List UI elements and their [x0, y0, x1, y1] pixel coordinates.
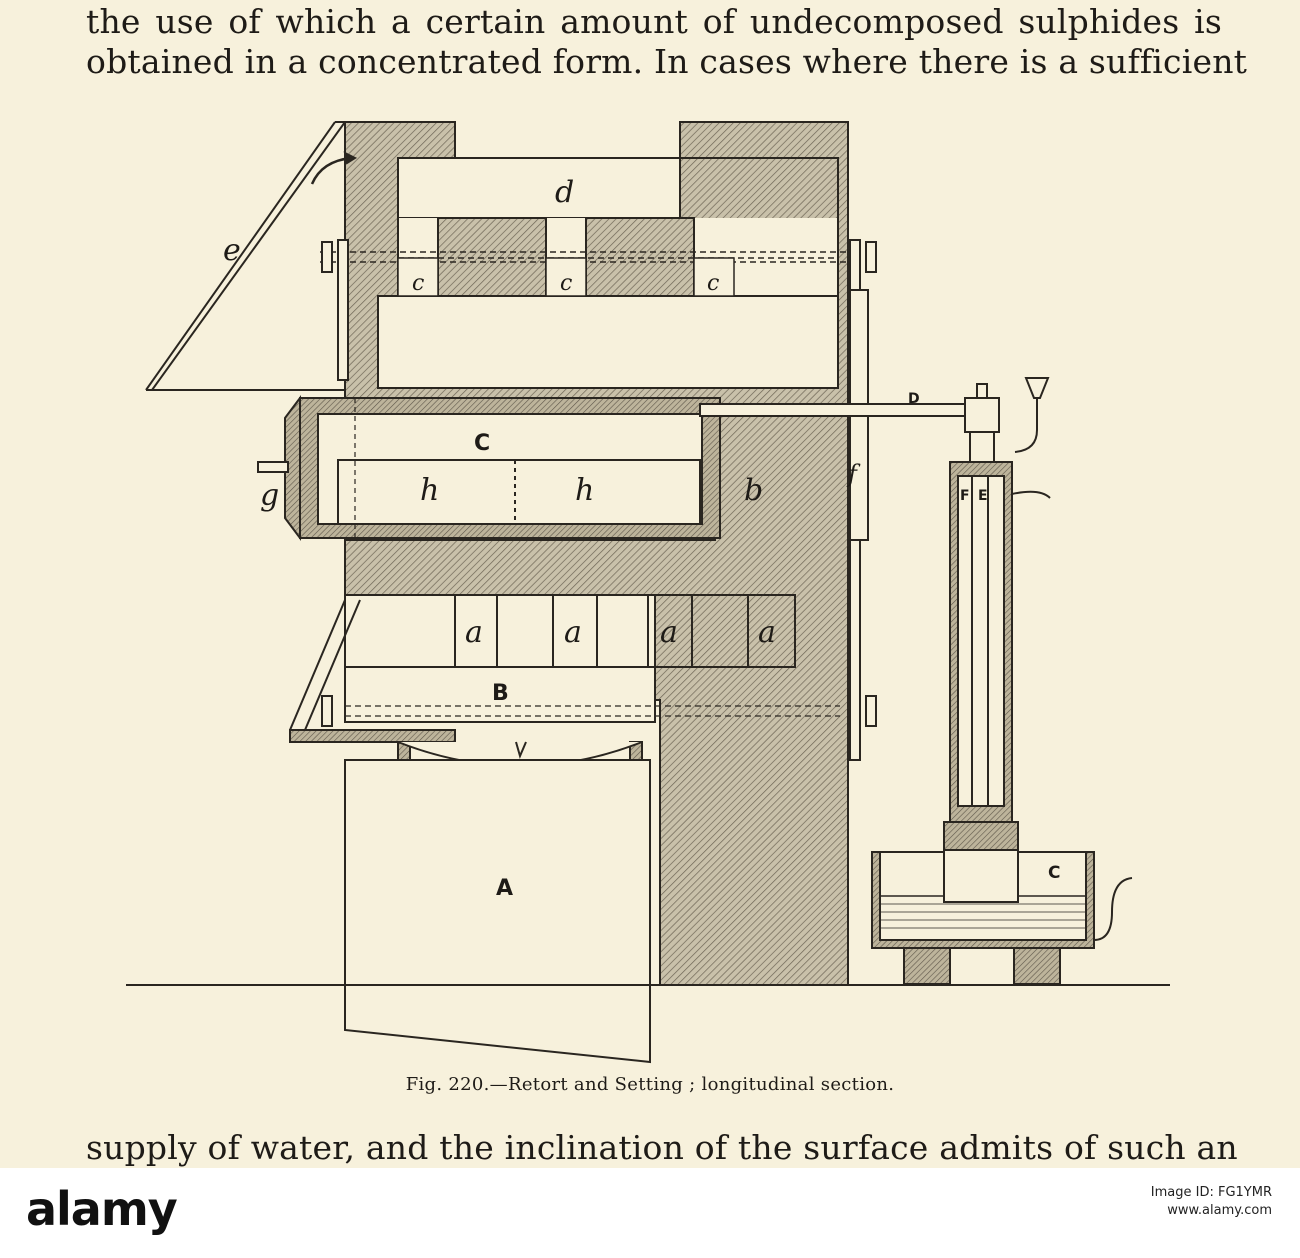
- label-C-upper: C: [474, 431, 490, 456]
- watermark-image-id-label: Image ID: FG1YMR: [1150, 1185, 1272, 1200]
- label-c3: c: [707, 271, 719, 296]
- label-E: E: [978, 488, 988, 504]
- figure-labels: d e c c c C D g h h b f F E a a a a B A …: [223, 175, 1060, 901]
- label-B: B: [492, 681, 509, 706]
- brickwork-setting: [344, 121, 849, 986]
- label-a3: a: [660, 615, 678, 650]
- label-a2: a: [564, 615, 582, 650]
- watermark-image-id: Image ID: FG1YMR www.alamy.com: [1151, 1184, 1272, 1220]
- label-c1: c: [412, 271, 424, 296]
- hydraulic-main-FE: [943, 461, 1019, 851]
- retort-C: [257, 395, 721, 541]
- label-c2: c: [560, 271, 572, 296]
- body-text-line-3: supply of water, and the inclination of …: [86, 1128, 1238, 1167]
- label-a4: a: [758, 615, 776, 650]
- watermark-site: www.alamy.com: [1167, 1203, 1272, 1218]
- label-g: g: [260, 478, 279, 513]
- label-a1: a: [465, 615, 483, 650]
- label-h2: h: [575, 473, 594, 508]
- chute-e: [145, 121, 358, 391]
- body-text-line-2: obtained in a concentrated form. In case…: [86, 42, 1248, 81]
- watermark-footer: alamy Image ID: FG1YMR www.alamy.com: [0, 1168, 1300, 1258]
- body-text-line-1: the use of which a certain amount of und…: [86, 2, 1222, 41]
- figure-caption: Fig. 220.—Retort and Setting ; longitudi…: [405, 1074, 895, 1095]
- ascension-pipe-D: [699, 377, 1051, 499]
- label-C-tank: C: [1048, 863, 1060, 883]
- label-D: D: [908, 391, 920, 407]
- flue-c-boxes: [397, 257, 735, 297]
- label-F: F: [960, 488, 970, 504]
- label-d: d: [555, 175, 574, 210]
- retort-section-figure: d e c c c C D g h h b f F E a a a a B A …: [126, 121, 1170, 1064]
- label-e: e: [223, 233, 241, 268]
- label-h1: h: [420, 473, 439, 508]
- label-b: b: [744, 473, 763, 508]
- tank-C: [871, 849, 1133, 985]
- furnace-a-B: [289, 594, 840, 1064]
- label-A: A: [496, 876, 513, 901]
- alamy-logo: alamy: [26, 1182, 178, 1236]
